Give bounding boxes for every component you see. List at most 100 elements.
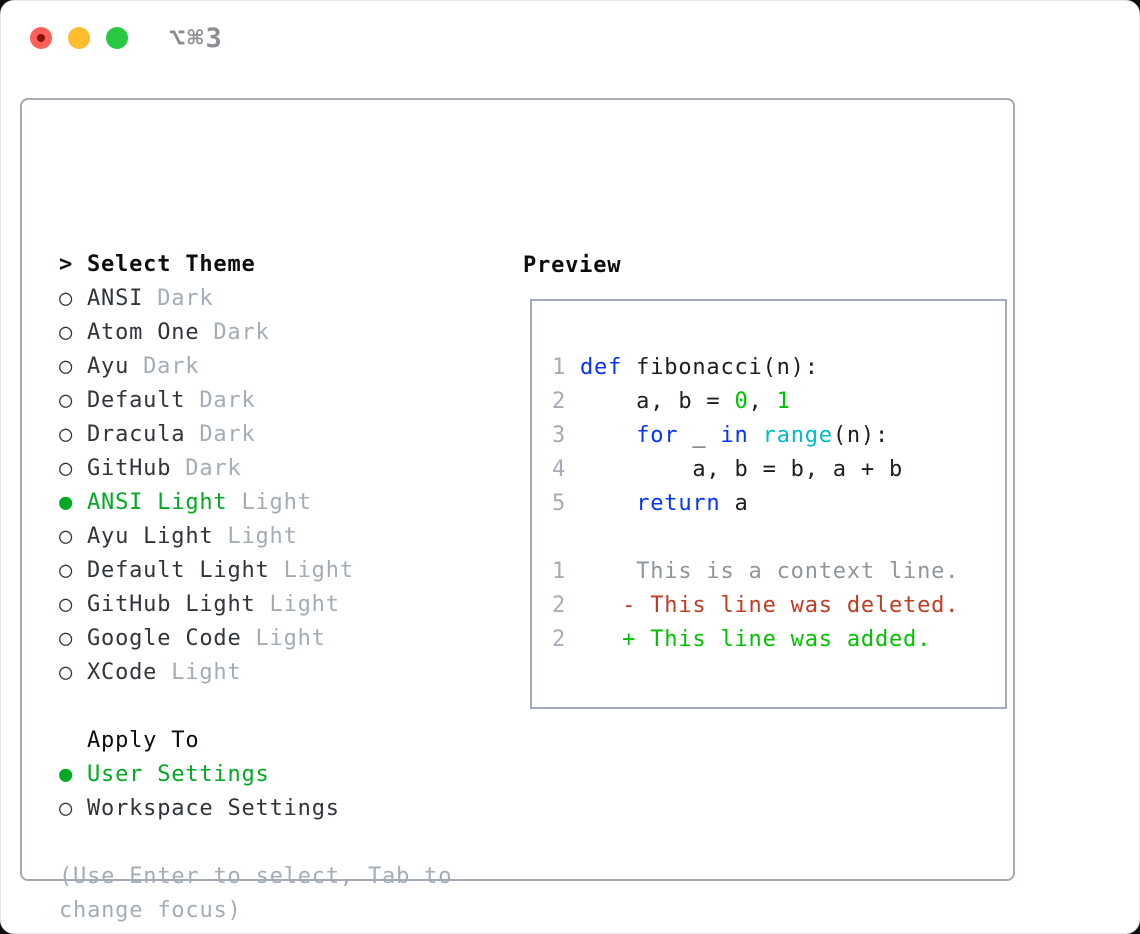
radio-icon: ○ — [59, 796, 74, 821]
theme-selector-dialog: > Select Theme ○ ANSI Dark ○ Atom One Da… — [20, 98, 1015, 923]
theme-option[interactable]: ○ GitHub Dark — [59, 452, 452, 486]
theme-name: XCode — [87, 660, 158, 685]
theme-name: GitHub — [87, 456, 172, 481]
code-segment-plain: fibonacci(n): — [622, 355, 819, 380]
code-content: for _ in range(n): — [580, 419, 889, 453]
theme-option[interactable]: ○ Default Dark — [59, 384, 452, 418]
code-segment-plain: (n): — [832, 423, 890, 448]
line-number: 2 — [552, 389, 567, 414]
theme-name: ANSI — [87, 286, 144, 311]
theme-variant-tag: Dark — [143, 354, 200, 379]
theme-option[interactable]: ○ Google Code Light — [59, 622, 452, 656]
theme-option[interactable]: ○ Dracula Dark — [59, 418, 452, 452]
code-segment-context: This is a context line. — [580, 559, 960, 584]
code-segment-plain — [749, 423, 763, 448]
diff-content: + This line was added. — [580, 623, 931, 657]
code-segment-plain — [580, 627, 622, 652]
theme-option[interactable]: ○ Ayu Light Light — [59, 520, 452, 554]
line-number: 3 — [552, 423, 567, 448]
radio-icon: ○ — [59, 524, 74, 549]
theme-option[interactable]: ○ Atom One Dark — [59, 316, 452, 350]
theme-variant-tag: Dark — [213, 320, 270, 345]
preview-heading: Preview — [523, 252, 622, 278]
theme-name: GitHub Light — [87, 592, 256, 617]
diff-line: 2 - This line was deleted. — [552, 589, 959, 623]
line-number: 4 — [552, 457, 567, 482]
radio-icon: ○ — [59, 558, 74, 583]
select-theme-heading-row: > Select Theme — [59, 248, 452, 282]
radio-icon: ○ — [59, 354, 74, 379]
radio-icon: ○ — [59, 286, 74, 311]
radio-icon: ● — [59, 762, 74, 787]
theme-variant-tag: Light — [255, 626, 326, 651]
theme-option[interactable]: ○ GitHub Light Light — [59, 588, 452, 622]
apply-to-title: Apply To — [87, 728, 200, 753]
code-segment-plain — [580, 423, 636, 448]
radio-icon: ○ — [59, 388, 74, 413]
radio-icon: ○ — [59, 626, 74, 651]
spacer — [59, 826, 452, 860]
radio-icon: ○ — [59, 320, 74, 345]
theme-name: Ayu — [87, 354, 130, 379]
theme-name: Dracula — [87, 422, 186, 447]
code-segment-keyword: for — [636, 423, 679, 448]
line-number: 2 — [552, 627, 567, 652]
radio-icon: ○ — [59, 592, 74, 617]
theme-variant-tag: Light — [283, 558, 354, 583]
code-segment-keyword: return — [636, 491, 721, 516]
radio-icon: ○ — [59, 660, 74, 685]
theme-option[interactable]: ● ANSI Light Light — [59, 486, 452, 520]
theme-selector-panel: > Select Theme ○ ANSI Dark ○ Atom One Da… — [59, 248, 452, 928]
code-segment-keyword: def — [580, 355, 623, 380]
close-button[interactable] — [30, 27, 52, 49]
theme-variant-tag: Light — [241, 490, 312, 515]
radio-icon: ● — [59, 490, 74, 515]
code-content: return a — [580, 487, 749, 521]
diff-content: - This line was deleted. — [580, 589, 959, 623]
select-theme-title: Select Theme — [87, 252, 256, 277]
theme-option[interactable]: ○ ANSI Dark — [59, 282, 452, 316]
window-shortcut-label: ⌥⌘3 — [169, 22, 224, 54]
theme-variant-tag: Dark — [199, 388, 256, 413]
prompt-icon: > — [59, 252, 74, 277]
diff-lines: 1 This is a context line. 2 - This line … — [552, 555, 959, 657]
theme-name: Ayu Light — [87, 524, 214, 549]
code-segment-plain: a, b = b, a + b — [580, 457, 904, 482]
code-segment-deleted: - This line was deleted. — [622, 593, 960, 618]
help-text-line-2: change focus) — [59, 898, 242, 923]
theme-list: ○ ANSI Dark ○ Atom One Dark ○ Ayu Dark — [59, 282, 452, 690]
code-segment-plain — [580, 491, 636, 516]
theme-option[interactable]: ○ XCode Light — [59, 656, 452, 690]
theme-name: Google Code — [87, 626, 242, 651]
theme-name: Default — [87, 388, 186, 413]
code-segment-builtin: range — [762, 423, 833, 448]
code-line: 4 a, b = b, a + b — [552, 453, 959, 487]
apply-option[interactable]: ● User Settings — [59, 758, 452, 792]
code-segment-keyword: in — [720, 423, 749, 448]
code-content: a, b = 0, 1 — [580, 385, 791, 419]
apply-option-name: Workspace Settings — [87, 796, 340, 821]
theme-name: ANSI Light — [87, 490, 228, 515]
theme-option[interactable]: ○ Ayu Dark — [59, 350, 452, 384]
apply-option[interactable]: ○ Workspace Settings — [59, 792, 452, 826]
code-content: def fibonacci(n): — [580, 351, 819, 385]
theme-variant-tag: Light — [269, 592, 340, 617]
line-number: 5 — [552, 491, 567, 516]
zoom-button[interactable] — [106, 27, 128, 49]
line-number: 1 — [552, 559, 567, 584]
theme-variant-tag: Light — [171, 660, 242, 685]
theme-name: Default Light — [87, 558, 270, 583]
minimize-button[interactable] — [68, 27, 90, 49]
theme-variant-tag: Light — [227, 524, 298, 549]
radio-icon: ○ — [59, 422, 74, 447]
theme-name: Atom One — [87, 320, 200, 345]
code-line: 3 for _ in range(n): — [552, 419, 959, 453]
code-content: a, b = b, a + b — [580, 453, 903, 487]
theme-option[interactable]: ○ Default Light Light — [59, 554, 452, 588]
code-segment-plain: a, b = — [580, 389, 735, 414]
code-line: 2 a, b = 0, 1 — [552, 385, 959, 419]
